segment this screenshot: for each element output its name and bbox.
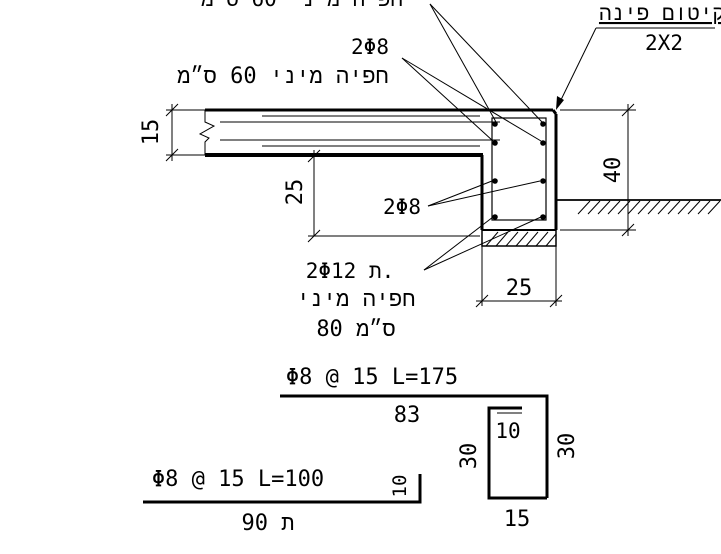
- label-bar2-len: 90 ת: [242, 511, 295, 536]
- dimension-width-25: [475, 246, 563, 308]
- label-top-cut: חפ׳ה מ׳נ׳ 60 ס׳מ: [201, 0, 403, 11]
- stirrup-shape: [487, 406, 547, 500]
- leader-lines: [401, 3, 715, 271]
- label-dim-slab: 15: [139, 119, 164, 146]
- label-bar2-hook: 10: [389, 475, 411, 498]
- dimension-depth-25: [307, 149, 480, 243]
- label-rebar-bottom-1: 2Φ12 ת.: [306, 259, 394, 283]
- label-rebar-bottom-3: 80 ס״מ: [316, 317, 395, 342]
- label-lap-top: חפיה מיני 60 ס״מ: [177, 64, 388, 89]
- label-bar1-spec: Φ8 @ 15 L=175: [286, 365, 458, 390]
- dimension-slab-15: [165, 103, 205, 162]
- label-dim-width: 25: [506, 276, 533, 301]
- label-stirrup-bottom: 15: [504, 507, 531, 532]
- label-rebar-bottom-2: חפיה מיני: [297, 287, 416, 312]
- slab-rebar-lines: [220, 115, 500, 147]
- dimension-height-40: [560, 103, 636, 237]
- beam-stirrup: [491, 117, 547, 221]
- label-chamfer-size: 2X2: [645, 31, 683, 55]
- label-stirrup-right: 30: [555, 433, 580, 460]
- label-stirrup-left: 30: [457, 443, 482, 470]
- label-rebar-top: 2Φ8: [351, 35, 389, 59]
- label-dim-depth: 25: [283, 179, 308, 206]
- label-rebar-side: 2Φ8: [383, 195, 421, 219]
- bar1-shape: [280, 394, 549, 498]
- chamfer-arrowhead: [556, 96, 564, 110]
- label-dim-height: 40: [601, 157, 626, 184]
- label-bar1-len: 83: [394, 403, 421, 428]
- label-bar2-spec: Φ8 @ 15 L=100: [152, 467, 324, 492]
- bar2-shape: [143, 474, 422, 504]
- ground-line: [557, 199, 721, 215]
- label-stirrup-top: 10: [495, 419, 520, 443]
- section-outline: [198, 108, 558, 247]
- label-chamfer-title: קיטום פינה: [599, 1, 721, 25]
